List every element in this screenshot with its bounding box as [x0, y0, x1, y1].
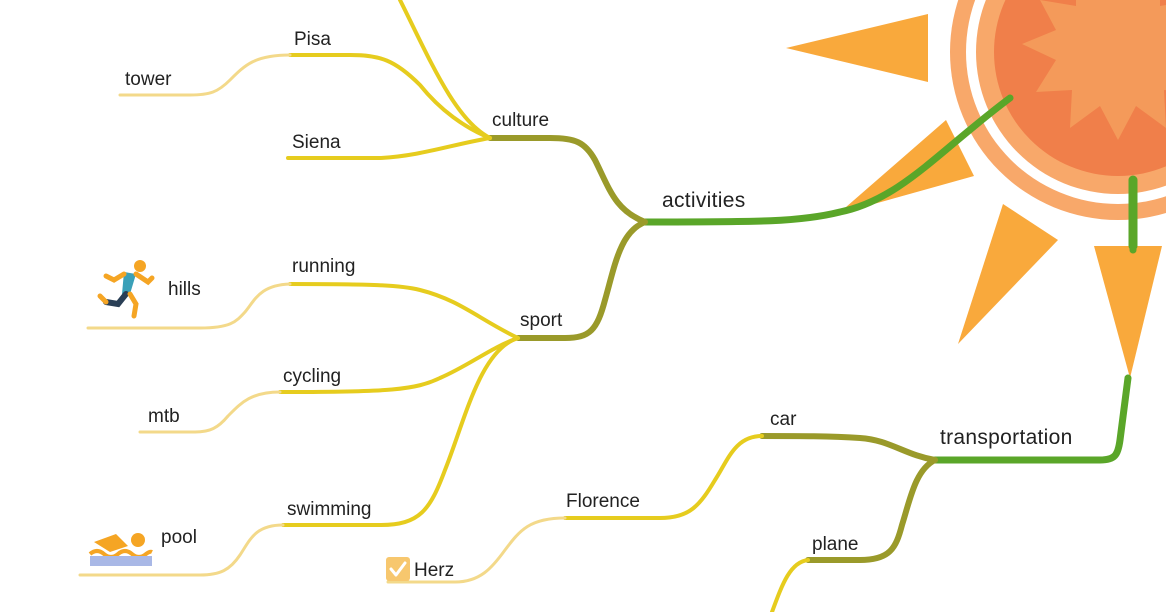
node-pisa[interactable]: Pisa [294, 29, 331, 50]
node-transportation[interactable]: transportation [940, 426, 1073, 449]
branch-lines [78, 0, 1138, 612]
sun-ray [1094, 246, 1162, 378]
sun-ray [786, 14, 928, 82]
runner-icon [97, 260, 155, 319]
node-mtb[interactable]: mtb [148, 406, 180, 427]
node-florence[interactable]: Florence [566, 491, 640, 512]
node-pool[interactable]: pool [161, 527, 197, 548]
swimmer-icon [88, 533, 153, 566]
node-herz[interactable]: Herz [414, 560, 454, 581]
node-car[interactable]: car [770, 409, 797, 430]
node-culture[interactable]: culture [492, 110, 549, 131]
node-activities[interactable]: activities [662, 189, 746, 212]
node-hills[interactable]: hills [168, 279, 201, 300]
node-siena[interactable]: Siena [292, 132, 341, 153]
sun-icon[interactable] [786, 0, 1166, 378]
sun-star [1022, 0, 1166, 140]
node-cycling[interactable]: cycling [283, 366, 341, 387]
node-plane[interactable]: plane [812, 534, 859, 555]
sun-ray [958, 204, 1058, 344]
node-running[interactable]: running [292, 256, 355, 277]
node-sport[interactable]: sport [520, 310, 563, 331]
sun-ray [838, 120, 974, 214]
node-swimming[interactable]: swimming [287, 499, 371, 520]
checkbox-icon[interactable] [386, 557, 410, 581]
node-tower[interactable]: tower [125, 69, 172, 90]
